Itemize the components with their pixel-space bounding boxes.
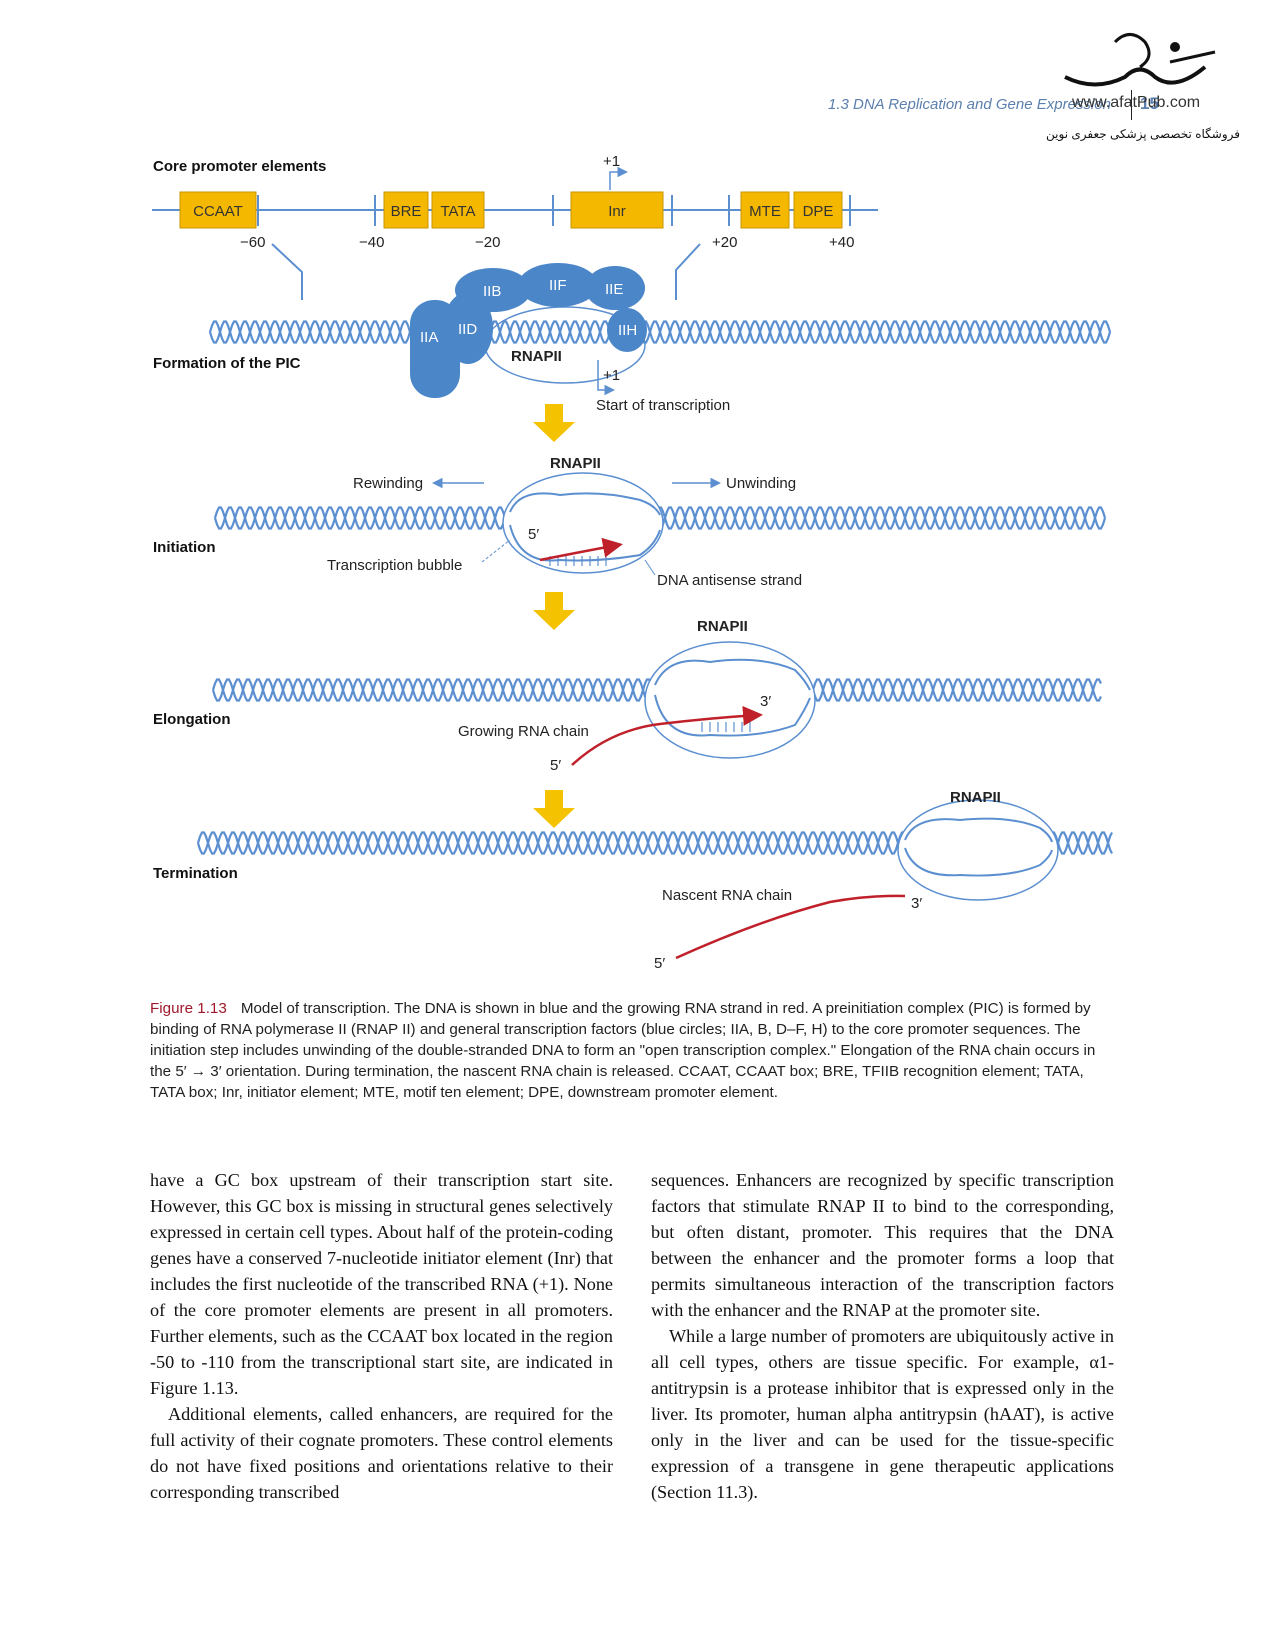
position-plus-40: +40 xyxy=(829,234,854,251)
label-core-promoter: Core promoter elements xyxy=(153,158,326,175)
three-prime-termination: 3′ xyxy=(911,895,922,912)
step-arrow-1 xyxy=(533,404,575,442)
step-arrow-3 xyxy=(533,790,575,828)
position-minus-20: −20 xyxy=(475,234,500,251)
figure-label: Figure 1.13 xyxy=(150,1000,227,1017)
tss-arrow xyxy=(610,172,625,190)
rnapii-label-elongation: RNAPII xyxy=(697,618,748,635)
paragraph: sequences. Enhancers are recognized by s… xyxy=(651,1167,1114,1323)
five-prime-initiation: 5′ xyxy=(528,526,539,543)
promoter-label-inr: Inr xyxy=(608,203,626,220)
dna-helix-pic xyxy=(210,322,1110,343)
growing-rna-label: Growing RNA chain xyxy=(458,723,589,740)
promoter-label-ccaat: CCAAT xyxy=(193,203,243,220)
initiation-complex: 5′ RNAPII Rewinding Unwinding Transcript… xyxy=(327,455,802,589)
three-prime-elongation: 3′ xyxy=(760,693,771,710)
rnapii-outline-termination xyxy=(898,800,1058,900)
factor-iie-label: IIE xyxy=(605,281,623,298)
step-arrow-2 xyxy=(533,592,575,630)
promoter-label-tata: TATA xyxy=(441,203,476,220)
five-prime-termination: 5′ xyxy=(654,955,665,972)
label-elongation: Elongation xyxy=(153,711,231,728)
zoom-line-left xyxy=(272,244,302,300)
unwinding-label: Unwinding xyxy=(726,475,796,492)
factor-iia-label: IIA xyxy=(420,329,438,346)
paragraph: Additional elements, called enhancers, a… xyxy=(150,1401,613,1505)
body-column-right: sequences. Enhancers are recognized by s… xyxy=(651,1167,1114,1505)
zoom-line-right xyxy=(676,244,700,300)
bubble-pointer xyxy=(482,540,510,562)
rewinding-label: Rewinding xyxy=(353,475,423,492)
body-column-left: have a GC box upstream of their transcri… xyxy=(150,1167,613,1505)
paragraph: While a large number of promoters are ub… xyxy=(651,1323,1114,1505)
promoter-label-mte: MTE xyxy=(749,203,781,220)
position-labels: −60 −40 −20 +20 +40 xyxy=(240,234,854,251)
transcription-bubble-label: Transcription bubble xyxy=(327,557,462,574)
factor-iif-label: IIF xyxy=(549,277,567,294)
rna-termination xyxy=(676,896,905,958)
position-plus-20: +20 xyxy=(712,234,737,251)
antisense-pointer xyxy=(645,560,655,575)
position-minus-60: −60 xyxy=(240,234,265,251)
caption-text: Model of transcription. The DNA is shown… xyxy=(150,1000,1095,1101)
rnapii-label-termination: RNAPII xyxy=(950,789,1001,806)
promoter-label-bre: BRE xyxy=(391,203,422,220)
dna-strand xyxy=(210,322,1110,343)
factor-iid-label: IID xyxy=(458,321,477,338)
promoter-label-dpe: DPE xyxy=(803,203,834,220)
nascent-rna-label: Nascent RNA chain xyxy=(662,887,792,904)
rnapii-label-initiation: RNAPII xyxy=(550,455,601,472)
five-prime-elongation: 5′ xyxy=(550,757,561,774)
dna-antisense-label: DNA antisense strand xyxy=(657,572,802,589)
factor-iih-label: IIH xyxy=(618,322,637,339)
plus-one-label: +1 xyxy=(603,153,620,170)
plus-one-pic: +1 xyxy=(603,367,620,384)
termination-complex: RNAPII Nascent RNA chain 3′ 5′ xyxy=(654,789,1058,972)
transcription-figure: Core promoter elements Formation of the … xyxy=(0,0,1275,990)
label-formation-pic: Formation of the PIC xyxy=(153,355,301,372)
position-minus-40: −40 xyxy=(359,234,384,251)
rnapii-label-pic: RNAPII xyxy=(511,348,562,365)
paragraph: have a GC box upstream of their transcri… xyxy=(150,1167,613,1401)
factor-iib-label: IIB xyxy=(483,283,501,300)
rnapii-outline-initiation xyxy=(503,473,663,573)
label-initiation: Initiation xyxy=(153,539,216,556)
label-termination: Termination xyxy=(153,865,238,882)
start-of-transcription-label: Start of transcription xyxy=(596,397,730,414)
